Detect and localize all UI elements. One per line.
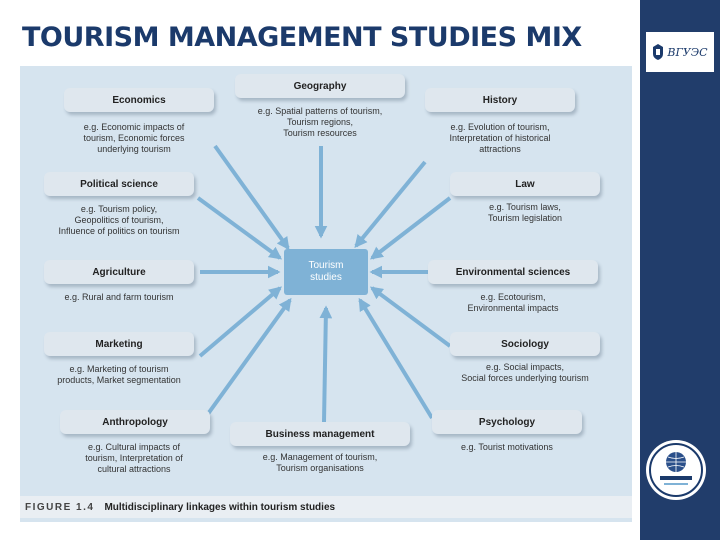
desc-agriculture: e.g. Rural and farm tourism	[64, 292, 174, 302]
desc-political-science: e.g. Tourism policy, Geopolitics of tour…	[58, 204, 180, 236]
arrow-marketing	[198, 286, 282, 358]
arrow-anthropology	[203, 297, 292, 420]
discipline-marketing: Marketing	[44, 332, 194, 356]
figure-caption: FIGURE 1.4 Multidisciplinary linkages wi…	[20, 496, 632, 518]
slide-title: TOURISM MANAGEMENT STUDIES MIX	[22, 22, 582, 53]
desc-law: e.g. Tourism laws, Tourism legislation	[487, 202, 563, 223]
desc-marketing: e.g. Marketing of tourism products, Mark…	[57, 364, 181, 385]
arrow-history	[354, 160, 427, 248]
figure-number: FIGURE 1.4	[25, 501, 95, 513]
discipline-business-management: Business management	[230, 422, 410, 446]
arrow-economics	[213, 144, 290, 251]
desc-anthropology: e.g. Cultural impacts of tourism, Interp…	[85, 442, 183, 474]
center-line-1: Tourism	[308, 260, 344, 271]
crest-icon	[653, 44, 664, 60]
desc-history: e.g. Evolution of tourism, Interpretatio…	[449, 122, 551, 154]
desc-geography: e.g. Spatial patterns of tourism, Touris…	[257, 106, 383, 138]
discipline-law: Law	[450, 172, 600, 196]
discipline-psychology: Psychology	[432, 410, 582, 434]
discipline-agriculture: Agriculture	[44, 260, 194, 284]
arrow-psychology	[358, 297, 434, 420]
desc-economics: e.g. Economic impacts of tourism, Econom…	[83, 122, 185, 154]
discipline-history: History	[425, 88, 575, 112]
discipline-economics: Economics	[64, 88, 214, 112]
desc-sociology: e.g. Social impacts, Social forces under…	[461, 362, 589, 383]
desc-environmental-sciences: e.g. Ecotourism, Environmental impacts	[467, 292, 559, 313]
center-box-tourism-studies: Tourism studies	[284, 249, 368, 295]
multidisciplinary-diagram: Tourism studies Economics e.g. Economic …	[20, 66, 632, 522]
discipline-political-science: Political science	[44, 172, 194, 196]
arrow-law	[369, 196, 452, 260]
discipline-environmental-sciences: Environmental sciences	[428, 260, 598, 284]
globe-emblem-icon	[649, 443, 703, 497]
discipline-sociology: Sociology	[450, 332, 600, 356]
arrow-business	[319, 305, 333, 423]
arrow-sociology	[369, 286, 452, 348]
arrow-political	[196, 196, 283, 260]
desc-business-management: e.g. Management of tourism, Tourism orga…	[262, 452, 378, 473]
center-line-2: studies	[310, 272, 342, 283]
university-logo: ВГУЭС	[646, 32, 714, 72]
figure-caption-text: Multidisciplinary linkages within touris…	[104, 501, 336, 513]
university-emblem	[646, 440, 706, 500]
arrow-layer	[196, 144, 452, 423]
desc-psychology: e.g. Tourist motivations	[461, 442, 553, 452]
discipline-geography: Geography	[235, 74, 405, 98]
discipline-anthropology: Anthropology	[60, 410, 210, 434]
logo-text: ВГУЭС	[667, 45, 708, 59]
